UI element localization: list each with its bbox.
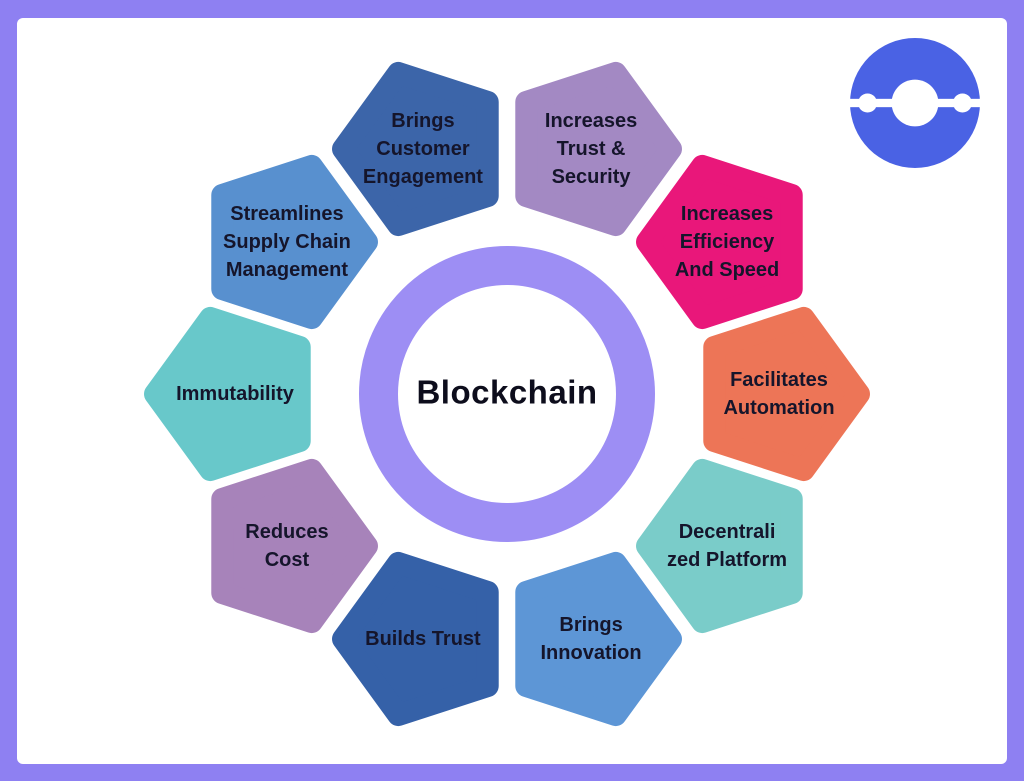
pentagon-increases-efficiency-and-speed: Increases Efficiency And Speed [627, 142, 827, 342]
pentagon-shape [144, 306, 311, 482]
pentagon-brings-innovation: Brings Innovation [491, 539, 691, 739]
pentagon-decentralized-platform: Decentrali zed Platform [627, 446, 827, 646]
pentagon-shape [331, 61, 499, 236]
pentagon-label: Brings Innovation [540, 614, 642, 665]
pentagon-shape [331, 552, 499, 727]
pentagon-brings-customer-engagement: Brings Customer Engagement [323, 49, 523, 249]
pentagon-label: Decentrali zed Platform [667, 520, 788, 571]
pentagon-label: Brings Customer Engagement [362, 109, 483, 188]
pentagon-shape [211, 155, 378, 330]
pentagon-label: Builds Trust [365, 628, 481, 651]
blockchain-center-label: Blockchain [416, 373, 598, 411]
pentagon-builds-trust: Builds Trust [323, 539, 523, 739]
pentagon-label: Increases Efficiency And Speed [674, 203, 780, 282]
pentagon-facilitates-automation: Facilitates Automation [679, 294, 879, 494]
pentagon-label: Facilitates Automation [723, 369, 835, 419]
pentagon-shape [211, 458, 378, 633]
pentagon-label: Reduces Cost [245, 520, 329, 571]
pentagon-label: Streamlines Supply Chain Management [223, 203, 351, 282]
pentagon-shape [636, 155, 803, 330]
pentagon-label: Increases Trust & Security [544, 109, 638, 188]
pentagon-shape [703, 306, 870, 482]
pentagon-label: Immutability [176, 383, 294, 405]
pentagon-shape [636, 458, 803, 633]
pentagon-increases-trust-and-security: Increases Trust & Security [491, 49, 691, 249]
pentagon-reduces-cost: Reduces Cost [187, 446, 387, 646]
pentagon-shape [515, 61, 683, 236]
pentagon-immutability: Immutability [135, 294, 335, 494]
pentagon-streamlines-supply-chain-management: Streamlines Supply Chain Management [187, 142, 387, 342]
pentagon-shape [515, 552, 683, 727]
wave-ring-logo-icon [850, 38, 980, 168]
